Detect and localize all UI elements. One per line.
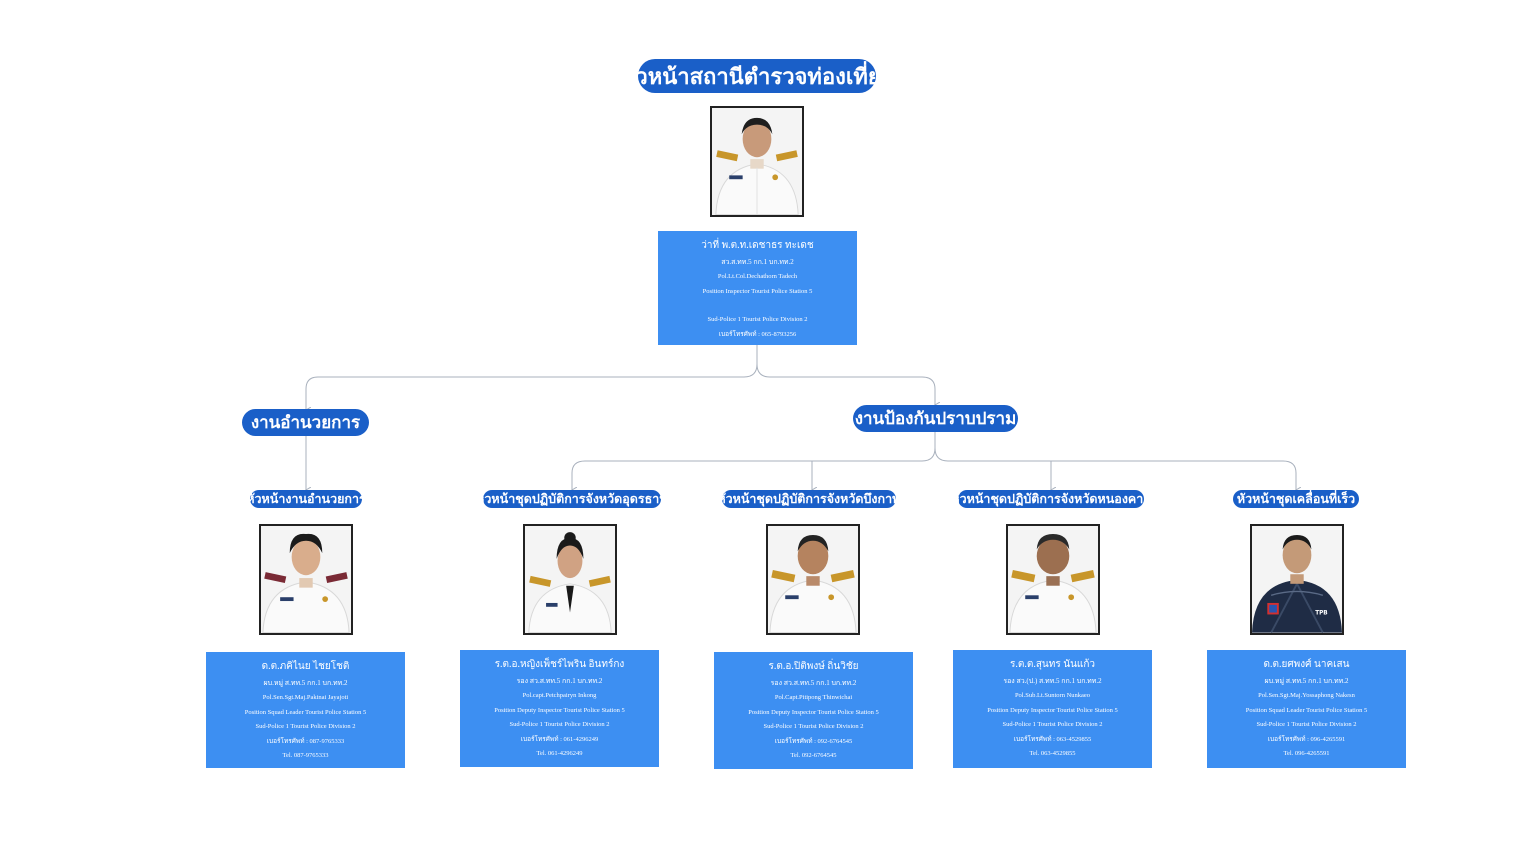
- member-info-card: ด.ต.ภคิไนย ไชยโชติ ผบ.หมู่ ส.ทท.5 กก.1 บ…: [206, 652, 405, 768]
- member-name: ร.ต.ต.สุนทร นันแก้ว: [1009, 659, 1096, 670]
- member-unit: ผบ.หมู่ ส.ทท.5 กก.1 บก.ทท.2: [1264, 677, 1349, 685]
- member-tel: Tel. 096-4265591: [1283, 750, 1330, 757]
- member-info-card: ร.ต.อ.หญิงเพ็ชร์ไพริน อินทร์กง รอง สว.ส.…: [460, 650, 659, 767]
- member-photo: TPB: [1250, 524, 1344, 635]
- member-unit: รอง สว.ส.ทท.5 กก.1 บก.ทท.2: [516, 677, 603, 685]
- member-tel: Tel. 092-6764545: [790, 752, 837, 759]
- member-en-name: Pol.Sub.Lt.Suntorn Nunkaeo: [1014, 692, 1091, 699]
- officer-portrait-icon: [712, 108, 802, 215]
- jacket-logo-text: TPB: [1315, 610, 1328, 616]
- member-tel: Tel. 063-4529855: [1029, 750, 1076, 757]
- member-en-name: Pol.capt.Petchpairyn Inkong: [522, 692, 597, 699]
- member-title-badge: หัวหน้างานอำนวยการ: [246, 490, 366, 508]
- member-phone: เบอร์โทรศัพท์ : 096-4265591: [1267, 735, 1346, 743]
- chief-title-badge: หัวหน้าสถานีตำรวจท่องเที่ยว: [621, 59, 893, 93]
- chief-name: ว่าที่ พ.ต.ท.เดชาธร ทะเดช: [701, 240, 814, 251]
- member-phone: เบอร์โทรศัพท์ : 092-6764545: [774, 737, 853, 745]
- member-tel: Tel. 061-4296249: [536, 750, 583, 757]
- connector-chief-right: [756, 363, 935, 405]
- member-unit: ผบ.หมู่ ส.ทท.5 กก.1 บก.ทท.2: [263, 679, 348, 687]
- member-photo: [766, 524, 860, 635]
- member-title-badge: หัวหน้าชุดปฏิบัติการจังหวัดอุดรธานี: [476, 490, 668, 508]
- officer-portrait-icon: [1008, 526, 1098, 633]
- member-en-name: Pol.Capt.Pitipong Thinwichai: [774, 694, 853, 701]
- connector-prev-right: [934, 447, 1296, 490]
- member-unit: รอง สว.(ป.) ส.ทท.5 กก.1 บก.ทท.2: [1003, 677, 1102, 685]
- officer-portrait-icon: [261, 526, 351, 633]
- member-info-card: ร.ต.ต.สุนทร นันแก้ว รอง สว.(ป.) ส.ทท.5 ก…: [953, 650, 1152, 768]
- connector-chief-down: [306, 345, 758, 410]
- member-division: Sud-Police 1 Tourist Police Division 2: [255, 723, 356, 730]
- member-position: Position Deputy Inspector Tourist Police…: [494, 706, 625, 714]
- member-name: ร.ต.อ.หญิงเพ็ชร์ไพริน อินทร์กง: [494, 659, 625, 670]
- member-info-card: ร.ต.อ.ปิติพงษ์ ถิ่นวิชัย รอง สว.ส.ทท.5 ก…: [714, 652, 913, 769]
- member-photo: [259, 524, 353, 635]
- chief-en-name: Pol.Lt.Col.Dechathorn Tadech: [717, 273, 798, 280]
- member-unit: รอง สว.ส.ทท.5 กก.1 บก.ทท.2: [770, 679, 857, 687]
- chief-info-card: ว่าที่ พ.ต.ท.เดชาธร ทะเดช สว.ส.ทท.5 กก.1…: [658, 231, 857, 345]
- member-division: Sud-Police 1 Tourist Police Division 2: [1002, 721, 1103, 728]
- member-en-name: Pol.Sen.Sgt.Maj.Pakinai Jayajoti: [262, 694, 349, 701]
- member-position: Position Squad Leader Tourist Police Sta…: [1245, 706, 1368, 714]
- officer-portrait-icon: TPB: [1252, 526, 1342, 633]
- member-title-badge: หัวหน้าชุดปฏิบัติการจังหวัดบึงกาฬ: [717, 490, 901, 508]
- member-position: Position Deputy Inspector Tourist Police…: [748, 708, 879, 716]
- member-en-name: Pol.Sen.Sgt.Maj.Yossaphong Nakesn: [1258, 692, 1355, 699]
- prevention-group-badge: งานป้องกันปราบปราม: [853, 405, 1018, 432]
- member-division: Sud-Police 1 Tourist Police Division 2: [763, 723, 864, 730]
- member-title-badge: หัวหน้าชุดเคลื่อนที่เร็ว: [1233, 490, 1359, 508]
- member-division: Sud-Police 1 Tourist Police Division 2: [509, 721, 610, 728]
- chief-unit: สว.ส.ทท.5 กก.1 บก.ทท.2: [721, 258, 794, 266]
- chief-photo: [710, 106, 804, 217]
- connector-prev-left: [572, 432, 936, 490]
- member-name: ร.ต.อ.ปิติพงษ์ ถิ่นวิชัย: [768, 661, 859, 672]
- chief-phone: เบอร์โทรศัพท์ : 065-8793256: [718, 330, 797, 338]
- member-tel: Tel. 087-9765333: [282, 752, 329, 759]
- member-name: ด.ต.ภคิไนย ไชยโชติ: [261, 661, 350, 672]
- member-name: ด.ต.ยศพงศ์ นาคเสน: [1263, 659, 1350, 670]
- admin-group-badge: งานอำนวยการ: [242, 409, 369, 436]
- member-phone: เบอร์โทรศัพท์ : 061-4296249: [520, 735, 599, 743]
- member-photo: [1006, 524, 1100, 635]
- member-phone: เบอร์โทรศัพท์ : 087-9765333: [266, 737, 345, 745]
- member-position: Position Squad Leader Tourist Police Sta…: [244, 708, 367, 716]
- chief-division: Sud-Police 1 Tourist Police Division 2: [707, 316, 808, 323]
- officer-portrait-icon: [768, 526, 858, 633]
- member-phone: เบอร์โทรศัพท์ : 063-4529855: [1013, 735, 1092, 743]
- officer-portrait-icon: [525, 526, 615, 633]
- member-division: Sud-Police 1 Tourist Police Division 2: [1256, 721, 1357, 728]
- member-photo: [523, 524, 617, 635]
- member-title-badge: หัวหน้าชุดปฏิบัติการจังหวัดหนองคาย: [951, 490, 1151, 508]
- member-info-card: ด.ต.ยศพงศ์ นาคเสน ผบ.หมู่ ส.ทท.5 กก.1 บก…: [1207, 650, 1406, 768]
- chief-position: Position Inspector Tourist Police Statio…: [702, 287, 813, 295]
- member-position: Position Deputy Inspector Tourist Police…: [987, 706, 1118, 714]
